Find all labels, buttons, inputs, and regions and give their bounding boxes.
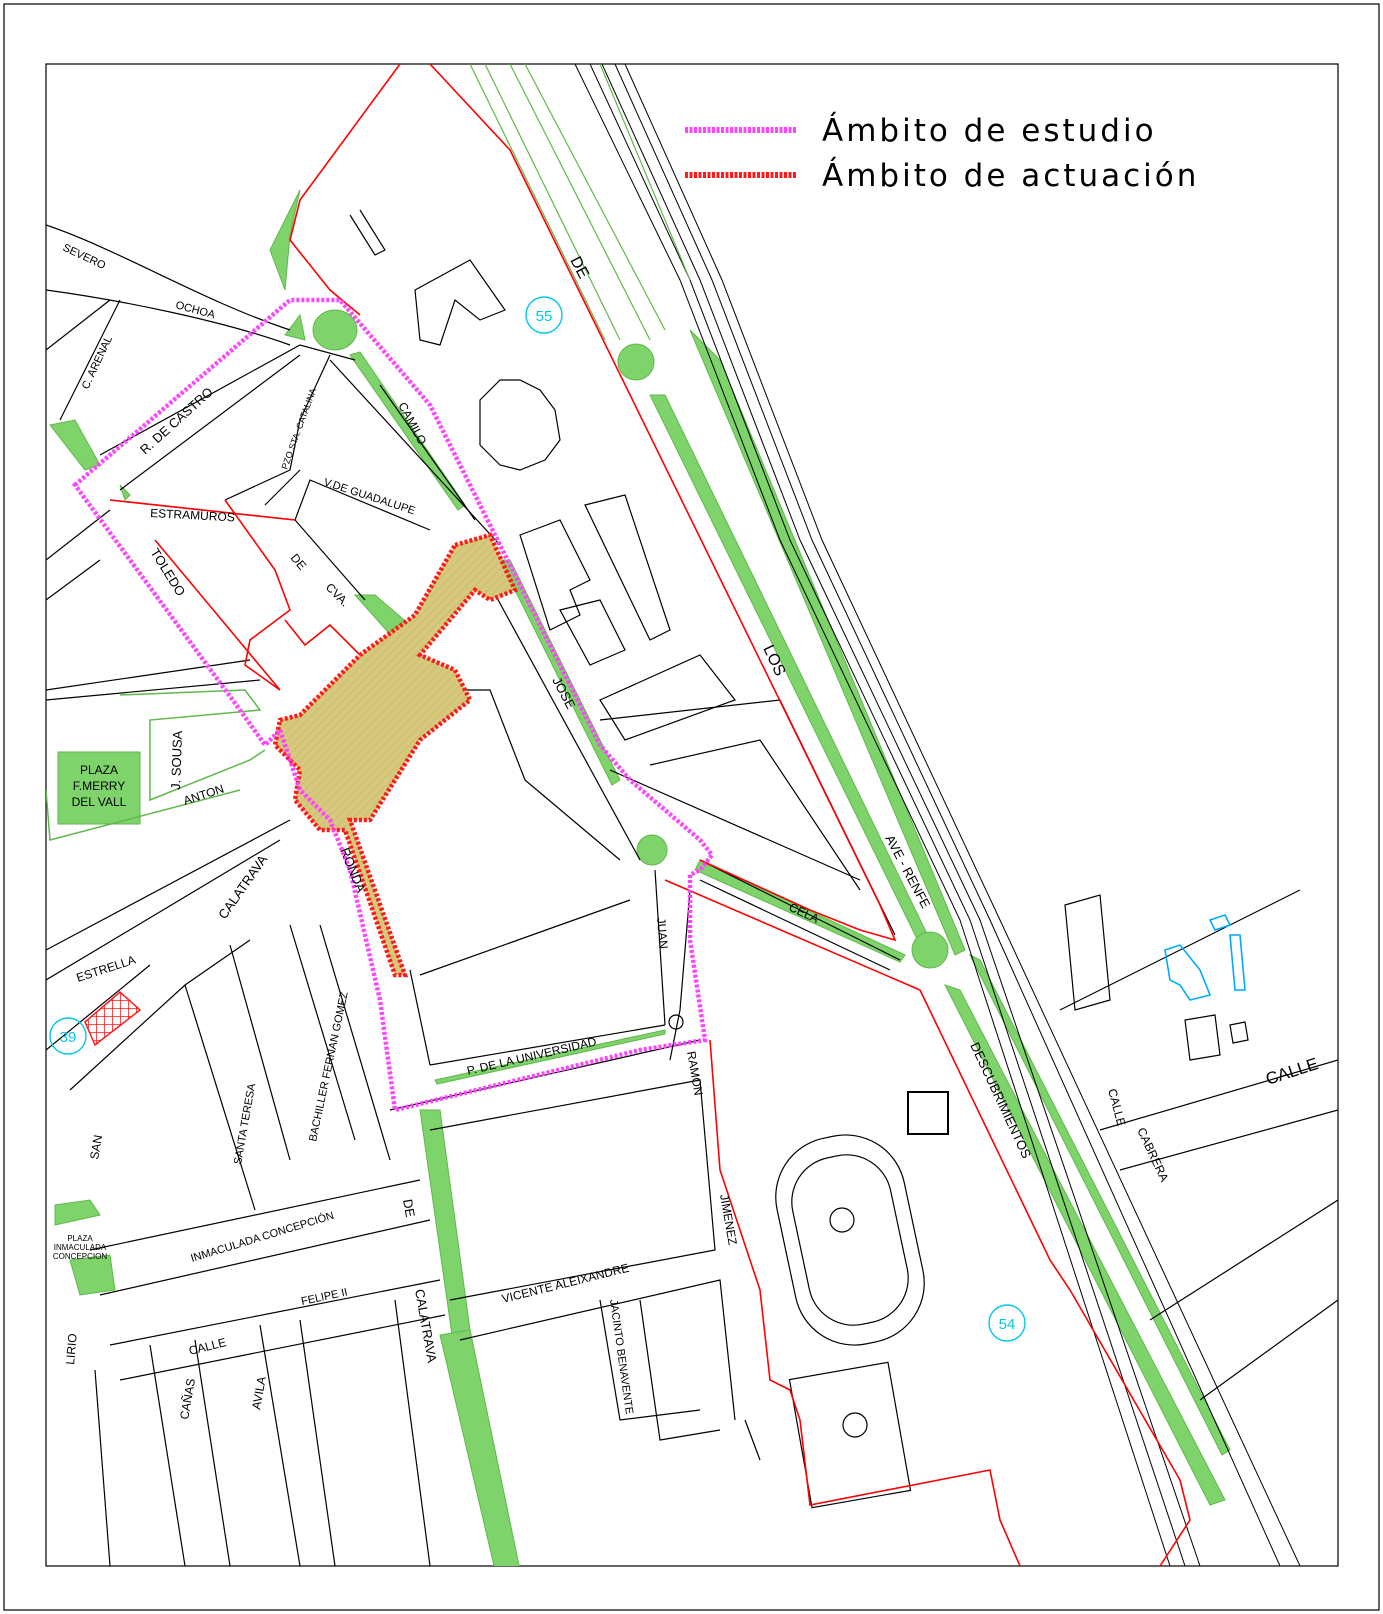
green-curve-nw [269, 189, 301, 291]
green-strip-avenue [689, 329, 966, 956]
street-de-ronda: DE [566, 254, 591, 282]
green-universidad [434, 1029, 666, 1085]
plaza-inmaculada-green [54, 1199, 101, 1226]
action-area-fill [272, 532, 519, 978]
svg-text:CONCEPCION: CONCEPCION [53, 1252, 107, 1261]
street-lirio: LIRIO [63, 1333, 80, 1365]
roundabout-mid [636, 834, 668, 866]
green-strip-south-rail-2 [968, 953, 1231, 1456]
svg-text:F.MERRY: F.MERRY [73, 779, 125, 793]
roundabout-north [617, 343, 655, 381]
svg-text:INMACULADA: INMACULADA [54, 1243, 107, 1252]
svg-text:DEL VALL: DEL VALL [72, 795, 127, 809]
green-strip-south-rail [944, 984, 1226, 1506]
street-ramon: RAMON [684, 1050, 706, 1096]
street-cela: CELA [787, 900, 821, 926]
green-calatrava-south-2 [439, 1329, 520, 1566]
street-santa-teresa: SANTA TERESA [232, 1082, 258, 1166]
street-juan: JUAN [654, 917, 671, 949]
plaza-merry-label: PLAZA F.MERRY DEL VALL [72, 763, 127, 809]
street-jimenez: JIMENEZ [717, 1193, 740, 1246]
street-calle-big: CALLE [1263, 1054, 1320, 1089]
svg-text:PLAZA: PLAZA [67, 1234, 93, 1243]
legend: Ámbito de estudio Ámbito de actuación [685, 113, 1199, 194]
legend-study-label: Ámbito de estudio [822, 113, 1157, 149]
street-cva: CVA. [323, 580, 352, 609]
street-arenal: C. ARENAL [80, 334, 115, 391]
street-cabrera: CABRERA [1134, 1125, 1171, 1183]
railway [574, 64, 1301, 1566]
svg-text:PLAZA: PLAZA [80, 763, 118, 777]
street-jacinto: JACINTO BENAVENTE [607, 1299, 635, 1415]
street-anton: ANTON [182, 782, 226, 808]
street-bachiller: BACHILLER FERNAN GOMEZ [307, 990, 351, 1142]
universidad-roundabout [668, 1014, 684, 1030]
green-strip-avenue-2 [649, 394, 931, 946]
map-frame [45, 63, 1339, 1567]
green-jose-strip [499, 559, 621, 786]
plot-39-label: 39 [60, 1029, 77, 1046]
street-calatrava-s: CALATRAVA [412, 1288, 440, 1364]
plot-54-circle [988, 1304, 1026, 1342]
plaza-inmaculada-green-2 [69, 1254, 116, 1296]
street-san: SAN [87, 1134, 105, 1161]
street-inmaculada: INMACULADA CONCEPCIÓN [189, 1209, 335, 1265]
green-oval-ochoa [312, 309, 358, 351]
green-toledo-corner [119, 484, 131, 501]
street-guadalupe: V.DE GUADALUPE [322, 476, 417, 517]
green-left-edge [49, 419, 101, 471]
street-pzo-catalina: PZO STA. CATALINA [279, 387, 318, 471]
plot-55-circle [525, 296, 563, 334]
sheet-frame [3, 3, 1380, 1611]
green-outline-plaza [46, 689, 266, 841]
street-felipe: FELIPE II [300, 1286, 349, 1308]
plaza-inmaculada-label: PLAZA INMACULADA CONCEPCION [53, 1234, 107, 1261]
plan-boundary [109, 64, 1191, 1566]
plot-55-label: 55 [536, 308, 553, 325]
green-areas [49, 189, 1231, 1566]
green-path-north [469, 64, 691, 341]
legend-action-label: Ámbito de actuación [822, 158, 1199, 194]
street-calle: CALLE [187, 1335, 227, 1358]
street-estramuros: ESTRAMUROS [150, 506, 235, 524]
plot-numbers: 55 54 39 [49, 296, 1026, 1342]
zone-39-grid [84, 991, 142, 1047]
street-j-sousa: J. SOUSA [168, 730, 185, 790]
street-de: DE [288, 551, 309, 573]
street-canas: CAÑAS [177, 1377, 198, 1420]
map-content: 55 54 39 PLAZA F.MERRY DEL VALL PLAZA IN… [46, 64, 1338, 1566]
street-de-calatrava-de: DE [400, 1198, 418, 1219]
study-area-outline [71, 297, 715, 1113]
street-calle-e: CALLE [1105, 1087, 1128, 1127]
plot-39-circle [49, 1017, 87, 1055]
green-wedge-ochoa [284, 313, 306, 341]
plot-54-label: 54 [999, 1316, 1016, 1333]
street-avila: AVILA [249, 1375, 269, 1410]
pool [1164, 914, 1246, 1001]
roundabout-east [911, 931, 949, 969]
plaza-merry-green [57, 751, 141, 825]
